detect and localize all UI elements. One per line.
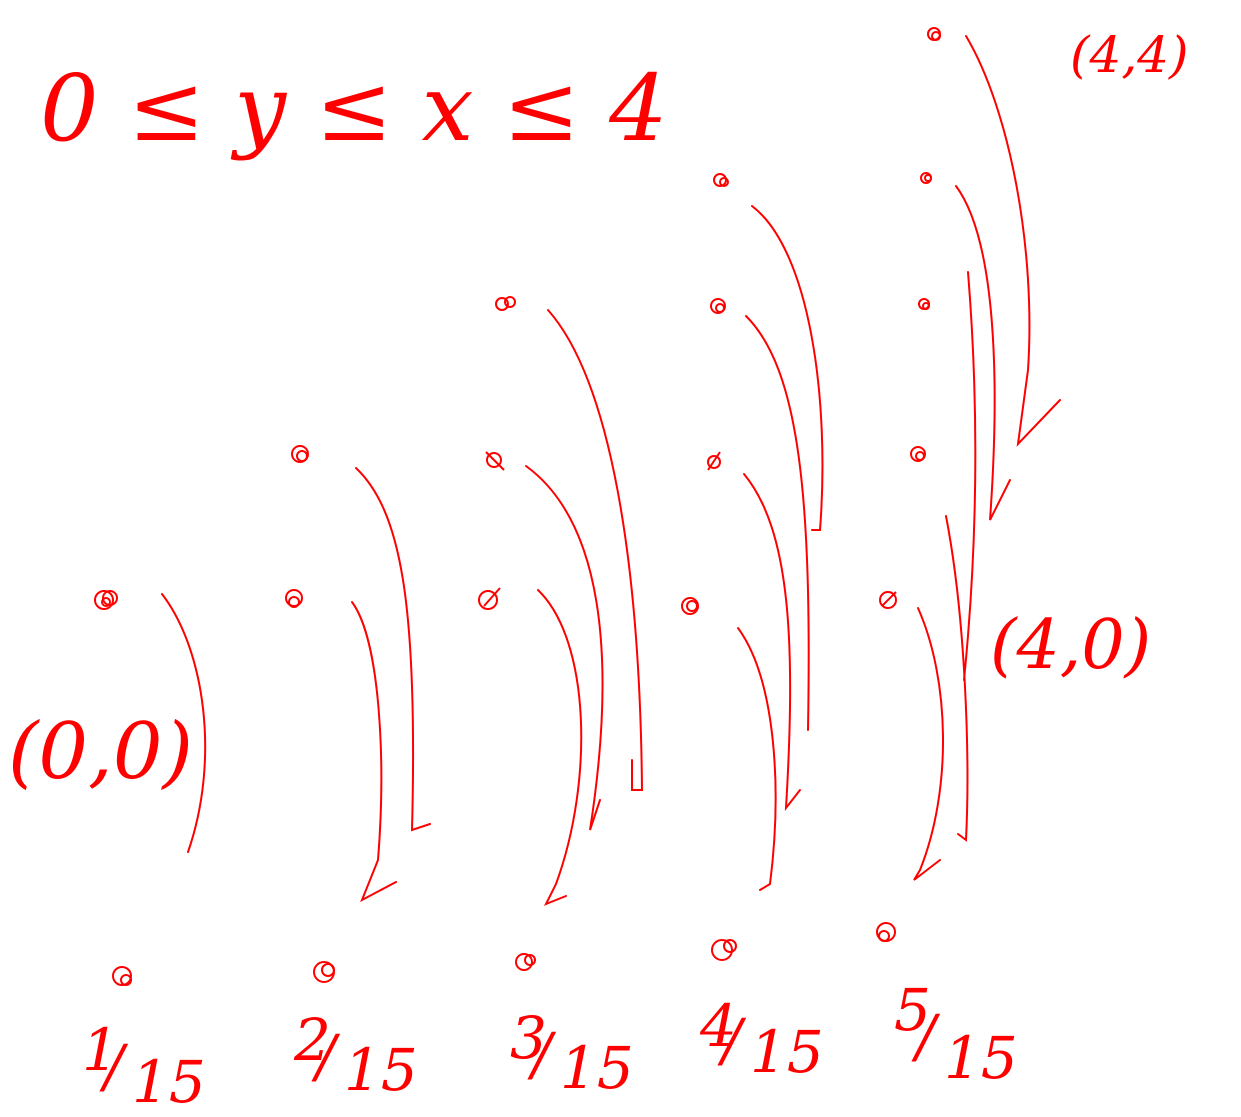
lattice-points — [94, 27, 941, 615]
fraction-4: 4 / 15 — [699, 992, 824, 1086]
arrow-2-2 — [547, 309, 644, 791]
label-4-4: (4,4) — [1070, 26, 1189, 84]
fraction-5-numerator: 5 — [894, 976, 931, 1044]
point-1-1 — [291, 445, 309, 463]
point-3-2 — [710, 298, 726, 314]
point-4-0 — [879, 591, 897, 609]
fraction-3-slash: / — [527, 1020, 557, 1088]
bottom-point-1 — [112, 966, 132, 986]
arrow-4-1 — [945, 515, 969, 842]
arrow-4-3 — [955, 185, 1011, 521]
fraction-4-denominator: 15 — [750, 1018, 824, 1086]
projection-arrows — [161, 35, 1061, 906]
point-3-0 — [681, 597, 699, 615]
fraction-3-denominator: 15 — [560, 1034, 634, 1102]
arrow-4-4 — [965, 35, 1061, 447]
fraction-5-denominator: 15 — [944, 1024, 1018, 1092]
fraction-3: 3 / 15 — [510, 1004, 634, 1102]
point-2-0 — [478, 587, 501, 610]
fraction-3-numerator: 3 — [510, 1004, 547, 1072]
fraction-4-slash: / — [717, 1006, 747, 1074]
arrow-0-0 — [161, 593, 207, 853]
fraction-2-numerator: 2 — [293, 1006, 331, 1074]
arrow-2-0 — [537, 589, 583, 906]
fraction-5: 5 / 15 — [894, 976, 1018, 1092]
fraction-2: 2 / 15 — [293, 1006, 418, 1104]
bottom-point-2 — [313, 961, 335, 983]
bottom-point-5 — [876, 922, 896, 942]
fraction-1-numerator: 1 — [82, 1016, 119, 1084]
point-2-1 — [485, 451, 505, 471]
point-4-2 — [918, 298, 930, 310]
fraction-1: 1 / 15 — [82, 1016, 206, 1116]
label-0-0: (0,0) — [8, 707, 193, 797]
point-3-3 — [713, 173, 729, 187]
point-4-1 — [910, 446, 926, 462]
bottom-point-4 — [711, 939, 737, 961]
fraction-5-slash: / — [911, 1002, 941, 1070]
fraction-1-slash: / — [99, 1032, 129, 1100]
point-1-0 — [285, 589, 303, 608]
bottom-point-3 — [515, 953, 536, 971]
arrow-4-0 — [913, 607, 945, 881]
point-2-2 — [495, 296, 516, 311]
fraction-4-numerator: 4 — [699, 992, 737, 1060]
point-0-0 — [94, 590, 118, 610]
arrow-3-0 — [737, 627, 777, 891]
fraction-2-denominator: 15 — [344, 1036, 418, 1104]
probability-labels: 1 / 15 2 / 15 3 / 15 4 / 15 5 / 15 — [82, 976, 1018, 1116]
fraction-1-denominator: 15 — [132, 1048, 206, 1116]
arrow-2-1 — [525, 465, 604, 831]
label-4-0: (4,0) — [990, 606, 1151, 685]
arrow-1-0 — [351, 601, 397, 903]
bottom-points — [112, 922, 896, 986]
point-3-1 — [707, 451, 721, 471]
point-4-4 — [927, 27, 941, 41]
arrow-3-3 — [751, 205, 824, 531]
arrow-3-2 — [745, 315, 810, 731]
fraction-2-slash: / — [311, 1022, 341, 1090]
arrow-3-1 — [743, 473, 801, 812]
arrow-1-1 — [355, 467, 431, 832]
inequality-text: 0 ≤ y ≤ x ≤ 4 — [40, 55, 668, 162]
arrow-4-2 — [963, 271, 977, 681]
point-4-3 — [920, 172, 932, 184]
